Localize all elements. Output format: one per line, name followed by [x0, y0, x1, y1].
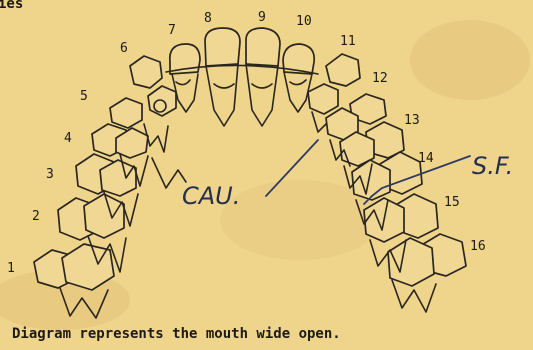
annotation-sf: S.F.	[472, 152, 513, 180]
tooth-number: 9	[258, 10, 266, 25]
tooth-number: 3	[46, 167, 54, 182]
header-fragment: ies	[0, 0, 23, 12]
tooth-number: 15	[444, 195, 460, 210]
tooth-number: 4	[64, 131, 72, 146]
tooth-number: 10	[296, 14, 312, 29]
tooth-number: 14	[418, 151, 434, 166]
tooth-number: 11	[340, 34, 356, 49]
tooth-number: 8	[204, 11, 212, 26]
diagram-caption: Diagram represents the mouth wide open.	[12, 326, 341, 342]
annotation-cau: CAU.	[182, 182, 240, 210]
tooth-number: 6	[120, 41, 128, 56]
tooth-number: 1	[7, 261, 15, 276]
tooth-number: 16	[470, 239, 486, 254]
front-teeth	[166, 28, 318, 126]
tooth-number: 12	[372, 71, 388, 86]
tooth-number: 13	[404, 113, 420, 128]
tooth-number: 7	[168, 23, 176, 38]
left-molars	[34, 56, 186, 318]
tooth-number: 5	[80, 89, 88, 104]
tooth-number: 2	[32, 209, 40, 224]
